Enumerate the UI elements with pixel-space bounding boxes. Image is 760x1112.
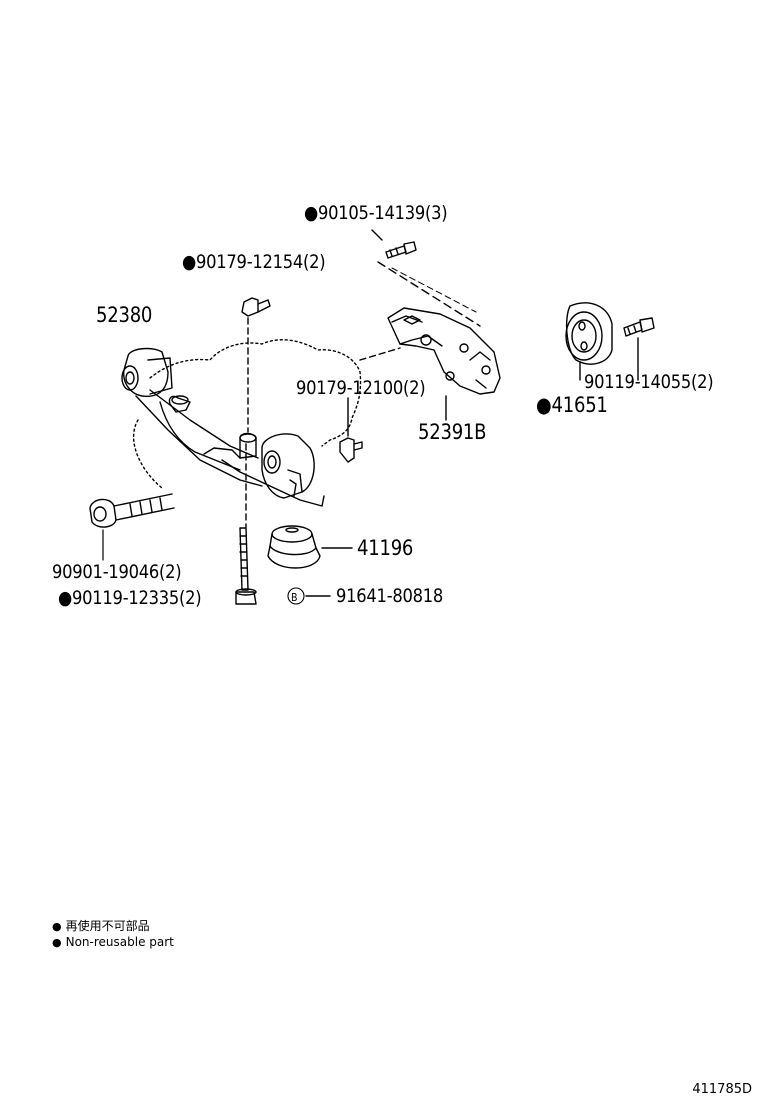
damper-41651	[566, 303, 612, 364]
legend-en: ●Non-reusable part	[52, 935, 174, 950]
diagram-code: 411785D	[692, 1082, 752, 1097]
label-90119-12335: ●90119-12335(2)	[58, 587, 202, 609]
label-90901-19046: 90901-19046(2)	[52, 561, 182, 583]
legend-en-text: Non-reusable part	[65, 935, 174, 949]
label-90119-14055: 90119-14055(2)	[584, 371, 714, 393]
label-90179-12154: ●90179-12154(2)	[182, 251, 326, 273]
bolt-90119-12335	[236, 528, 256, 604]
label-52391B: 52391B	[418, 420, 487, 444]
engine-outline-lower	[134, 420, 162, 488]
bolt-90105-14139	[386, 242, 416, 258]
bolt-90119-14055	[624, 318, 654, 336]
legend-dot: ●	[52, 936, 62, 949]
label-41196: 41196	[357, 536, 414, 560]
nut-90179-12100	[340, 438, 362, 462]
legend-jp: ●再使用不可部品	[52, 919, 150, 934]
b-mark: B	[291, 591, 298, 604]
label-90179-12100: 90179-12100(2)	[296, 377, 426, 399]
label-52380: 52380	[96, 303, 153, 327]
label-41651: ●41651	[536, 393, 608, 417]
engine-outline	[150, 340, 361, 446]
legend-jp-text: 再使用不可部品	[65, 919, 150, 933]
crossmember-52380	[122, 349, 324, 506]
legend-dot: ●	[52, 920, 62, 933]
bracket-52391B	[388, 308, 500, 394]
bolt-90901-19046	[90, 494, 174, 527]
mount-41196	[268, 526, 320, 568]
label-91641-80818: 91641-80818	[336, 585, 444, 607]
label-90105-14139: ●90105-14139(3)	[304, 202, 448, 224]
nut-90179-12154	[242, 298, 270, 316]
